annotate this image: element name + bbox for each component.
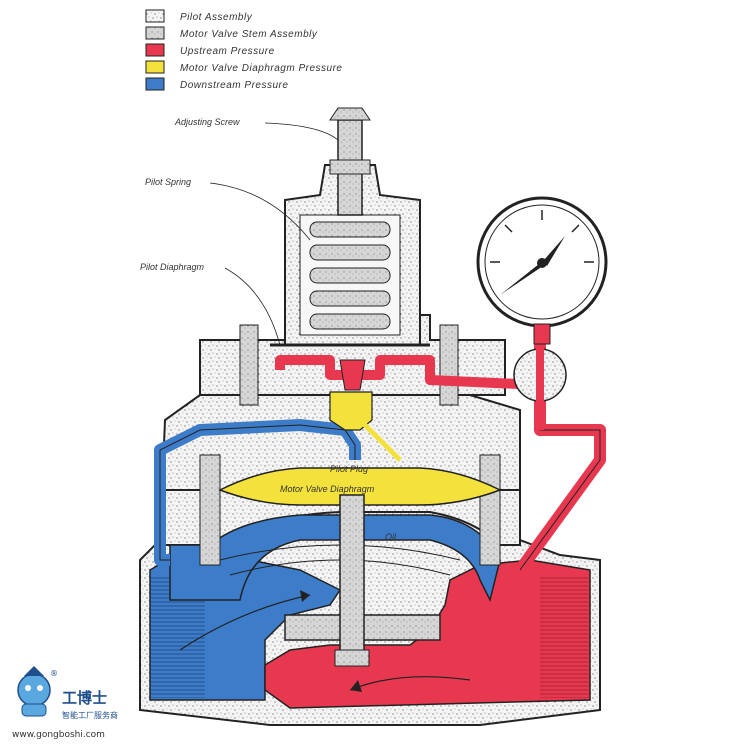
case-bolt	[479, 454, 501, 566]
gauge-needle	[500, 260, 544, 295]
legend-item-upstream: Upstream Pressure	[145, 43, 275, 57]
oil-label: Oil	[385, 532, 397, 542]
legend-label: Downstream Pressure	[180, 80, 288, 91]
valve-stem	[334, 494, 370, 667]
legend-item-stem-assembly: Motor Valve Stem Assembly	[145, 26, 318, 40]
pressure-gauge-icon	[476, 196, 608, 345]
lock-nut	[329, 159, 371, 175]
motor-valve-diaphragm-label: Motor Valve Diaphragm	[280, 484, 375, 494]
flow-arrow-right	[349, 676, 471, 691]
adjusting-screw-head	[329, 107, 371, 121]
gauge-stem	[533, 323, 551, 345]
flow-arrow-head	[350, 680, 362, 692]
legend-swatch	[145, 60, 165, 74]
diaphragm-chamber	[218, 467, 502, 506]
flange-bolt	[239, 324, 259, 406]
downstream-sense-line	[154, 419, 361, 566]
legend-swatch	[145, 77, 165, 91]
yellow-pilot-line	[358, 418, 402, 462]
legend-label: Pilot Assembly	[180, 12, 253, 23]
legend-swatch	[145, 26, 165, 40]
legend-item-diaphragm: Motor Valve Diaphragm Pressure	[145, 60, 342, 74]
registered-mark: ®	[50, 669, 58, 678]
upstream-pilot-channel	[275, 355, 545, 462]
flow-arrow-head	[300, 590, 310, 602]
blue-tube-outline	[159, 424, 356, 561]
pilot-spring	[309, 221, 391, 330]
flange-bolt	[439, 324, 459, 406]
legend-swatch	[145, 9, 165, 23]
pilot-spring-leader	[209, 182, 311, 241]
pilot-diaphragm-label: Pilot Diaphragm	[140, 262, 205, 272]
legend-item-pilot-assembly: Pilot Assembly	[145, 9, 253, 23]
red-channel	[275, 355, 545, 390]
pilot-plug-label: Pilot Plug	[330, 464, 368, 474]
motor-valve-diaphragm: Pilot Plug Motor Valve Diaphragm	[218, 464, 502, 506]
adjusting-screw-leader	[264, 122, 339, 141]
legend-swatch	[145, 43, 165, 57]
red-pilot-plug	[339, 359, 366, 391]
legend-label: Motor Valve Diaphragm Pressure	[180, 63, 342, 74]
pilot-diaphragm-leader	[224, 267, 281, 346]
watermark-url: www.gongboshi.com	[12, 730, 105, 740]
adjusting-screw-label: Adjusting Screw	[174, 117, 240, 127]
legend: Pilot Assembly Motor Valve Stem Assembly…	[145, 9, 342, 91]
watermark-tagline: 智能工厂服务商	[62, 710, 118, 720]
callouts: Adjusting Screw Pilot Spring Pilot Diaph…	[140, 117, 339, 346]
legend-label: Motor Valve Stem Assembly	[180, 29, 318, 40]
stem-nut	[334, 649, 370, 667]
downstream-cavity	[169, 514, 501, 603]
watermark-brand: 工博士	[62, 689, 107, 707]
legend-label: Upstream Pressure	[180, 46, 275, 57]
stem-shaft	[339, 494, 365, 666]
pilot-spring-label: Pilot Spring	[145, 177, 191, 187]
flow-arrow-left	[179, 594, 311, 651]
upstream-supply-line	[513, 330, 606, 574]
watermark: ® 工博士 智能工厂服务商 www.gongboshi.com	[12, 666, 118, 740]
upstream-threads	[540, 575, 590, 698]
gauge-needle	[544, 236, 565, 266]
case-bolt	[199, 454, 221, 566]
downstream-threads	[150, 575, 205, 698]
legend-item-downstream: Downstream Pressure	[145, 77, 288, 91]
robot-mascot-icon	[17, 666, 51, 717]
